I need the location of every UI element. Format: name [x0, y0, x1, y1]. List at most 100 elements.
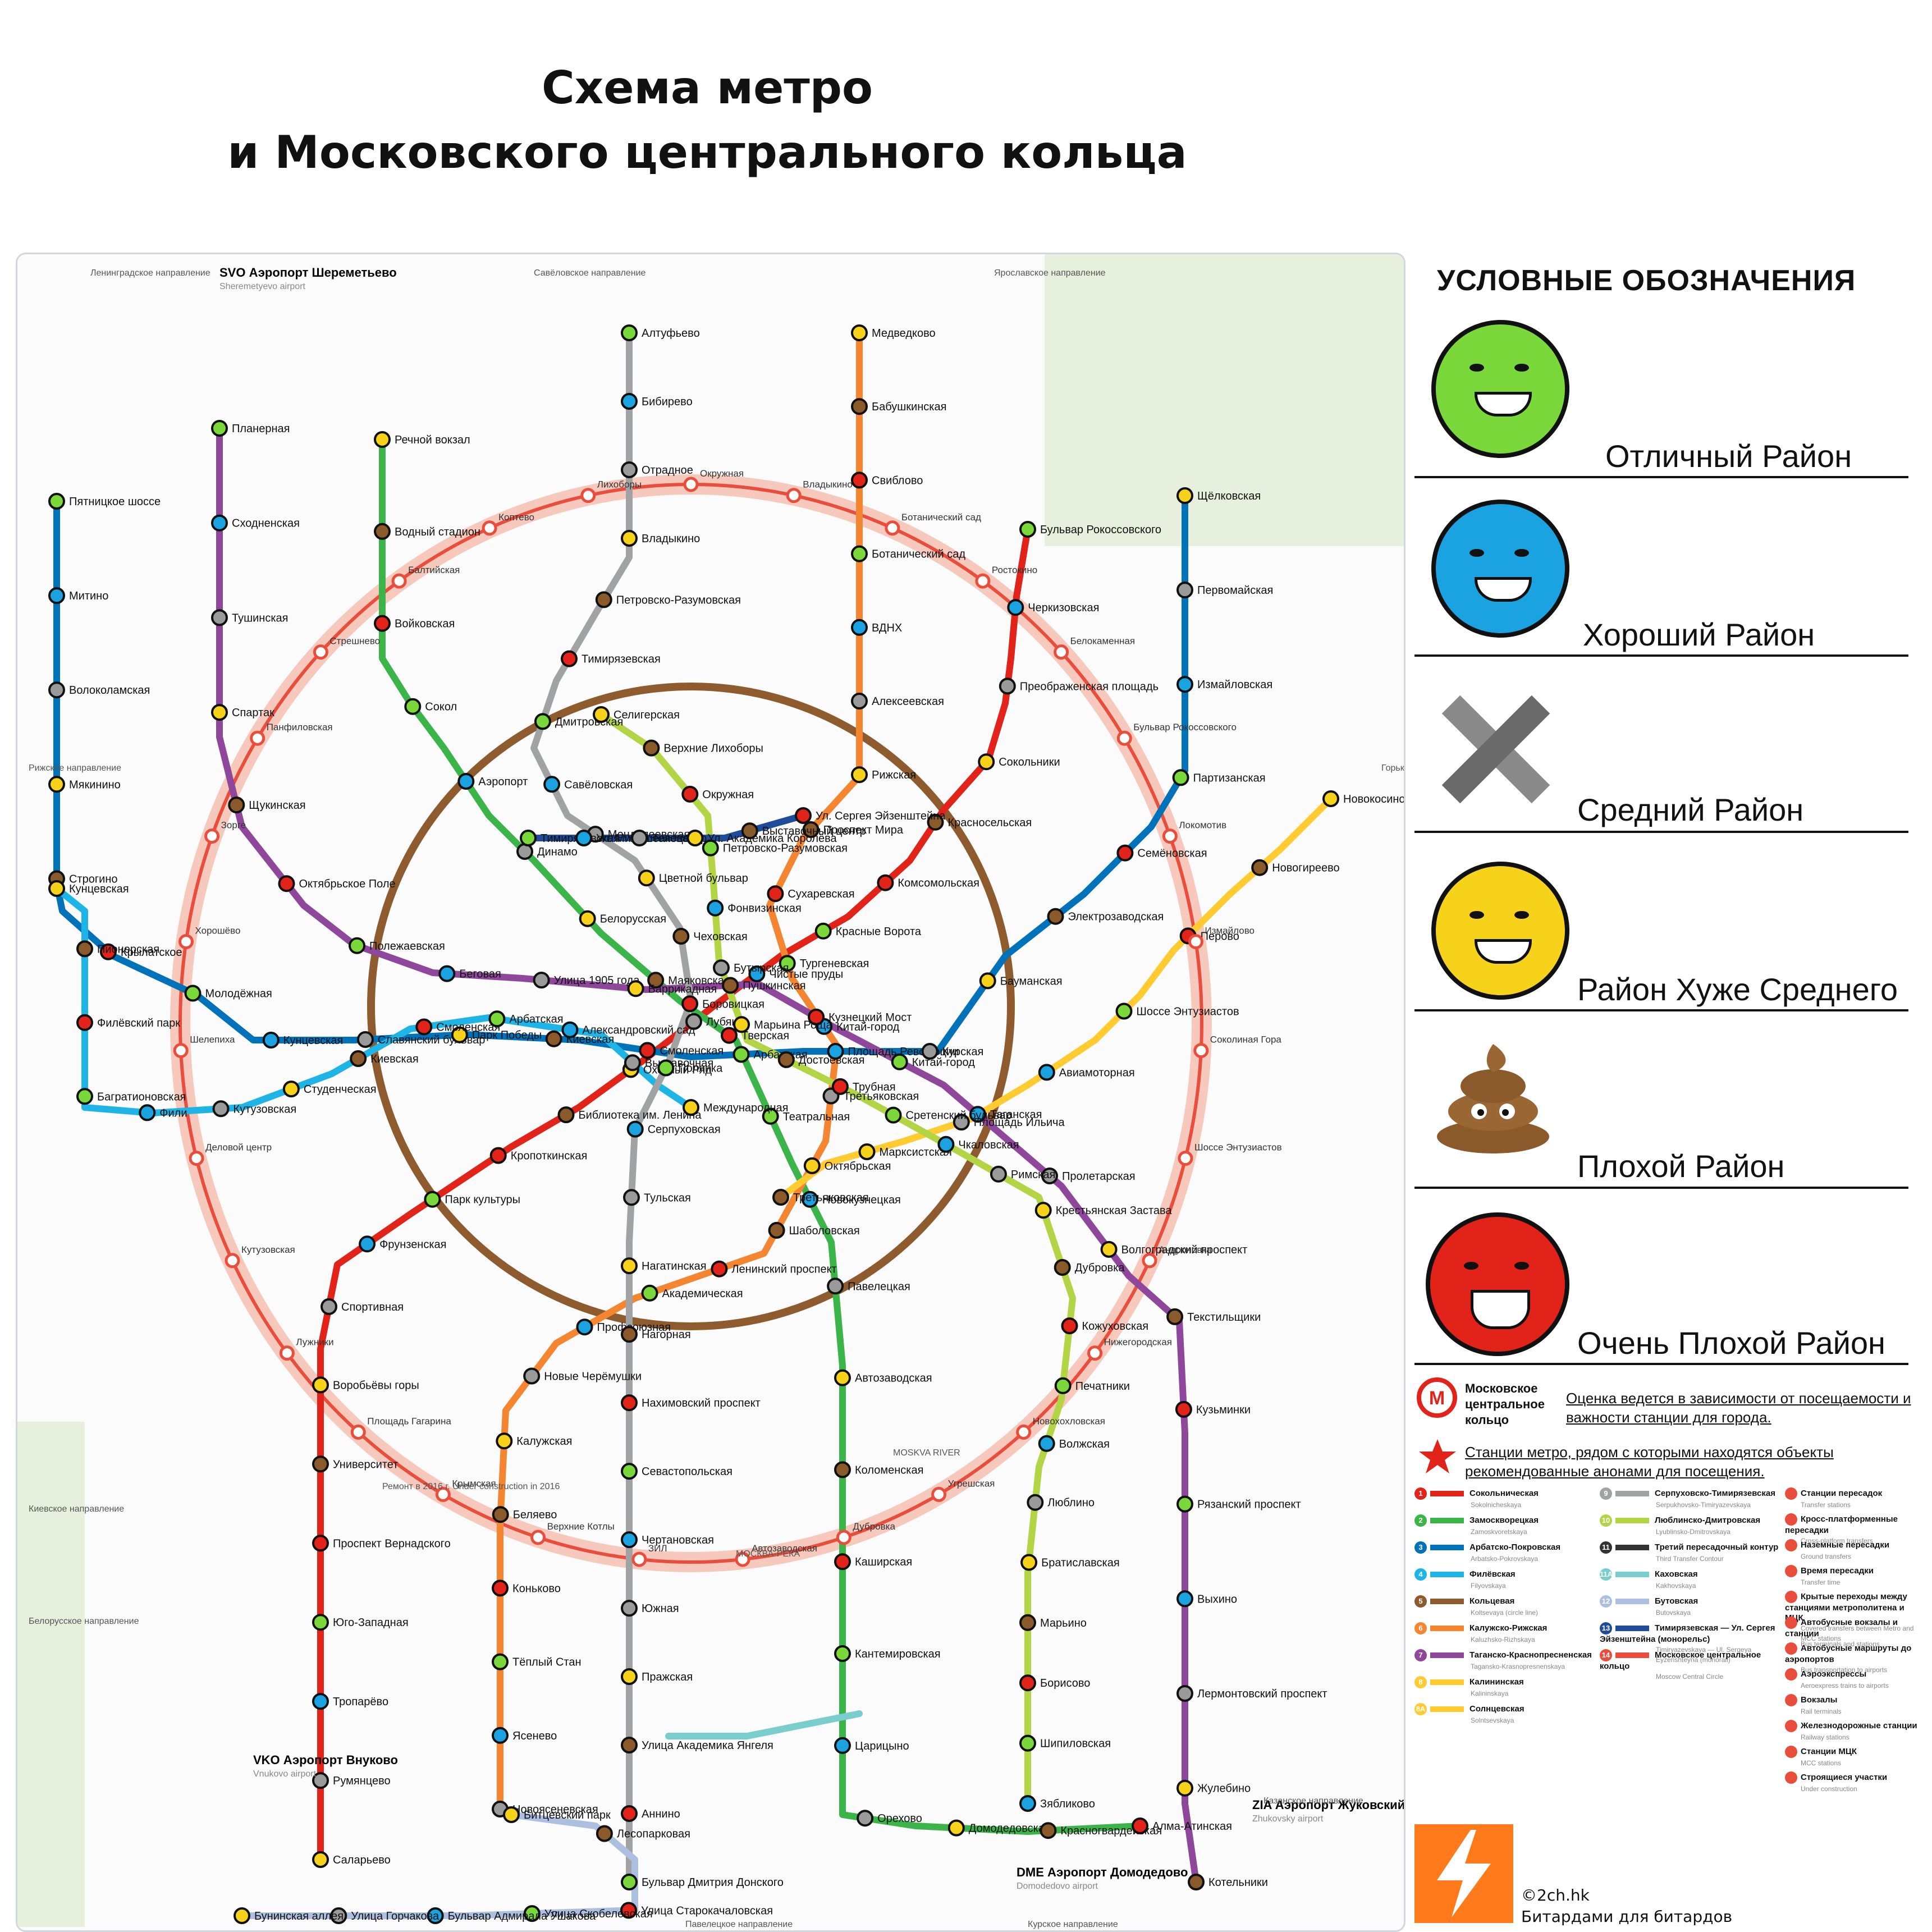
station[interactable]: Сходненская	[211, 514, 300, 532]
station[interactable]: Бабушкинская	[851, 398, 946, 415]
station[interactable]: Петровско-Разумовская	[595, 591, 741, 608]
station[interactable]: Рижская	[851, 766, 916, 784]
mcc-station-marker[interactable]	[1178, 1151, 1193, 1166]
station[interactable]: Улица Скобелевская	[523, 1905, 653, 1922]
station[interactable]: Лермонтовский проспект	[1176, 1685, 1327, 1702]
station[interactable]: Черкизовская	[1007, 599, 1099, 616]
mcc-station-marker[interactable]	[1193, 1043, 1209, 1059]
station[interactable]: Рязанский проспект	[1176, 1495, 1301, 1513]
mcc-station-marker[interactable]	[1162, 828, 1178, 844]
station-marker[interactable]	[492, 1727, 509, 1744]
station-marker[interactable]	[1176, 487, 1193, 504]
station-marker[interactable]	[1132, 1817, 1148, 1834]
station[interactable]: Ул. Сергея Эйзенштейна	[795, 807, 946, 824]
station[interactable]: Тульская	[623, 1189, 691, 1206]
station-marker[interactable]	[211, 514, 228, 532]
station[interactable]: Чеховская	[672, 928, 748, 945]
station-marker[interactable]	[374, 523, 391, 540]
station[interactable]: Алтуфьево	[621, 324, 700, 341]
station-marker[interactable]	[937, 1136, 955, 1153]
station[interactable]: Верхние Лихоборы	[643, 739, 763, 757]
station-marker[interactable]	[374, 615, 391, 632]
station[interactable]: Семёновская	[1116, 844, 1207, 862]
station[interactable]: Волгоградский проспект	[1100, 1240, 1248, 1258]
station[interactable]: Преображенская площадь	[999, 677, 1159, 695]
station-marker[interactable]	[457, 773, 475, 790]
station-marker[interactable]	[374, 431, 391, 448]
station[interactable]: Спортивная	[321, 1298, 404, 1315]
station-marker[interactable]	[1019, 521, 1036, 538]
station[interactable]: Аннино	[621, 1805, 680, 1822]
station-marker[interactable]	[638, 869, 655, 887]
station-marker[interactable]	[503, 1806, 520, 1823]
airport-label[interactable]: ZIA Аэропорт Жуковский	[1252, 1798, 1404, 1812]
station[interactable]: Молодёжная	[184, 985, 272, 1002]
station[interactable]: Нагатинская	[621, 1257, 707, 1275]
station[interactable]: Улица Горчакова	[330, 1907, 439, 1924]
station-marker[interactable]	[777, 1051, 795, 1068]
station-marker[interactable]	[496, 1432, 513, 1450]
station-marker[interactable]	[621, 1463, 638, 1480]
station-marker[interactable]	[885, 1106, 902, 1124]
station[interactable]: Цветной бульвар	[638, 869, 748, 887]
station-marker[interactable]	[312, 1614, 329, 1631]
station[interactable]: Митино	[48, 587, 108, 605]
station[interactable]: Павелецкая	[827, 1278, 910, 1295]
station-marker[interactable]	[621, 1394, 638, 1412]
station-marker[interactable]	[643, 739, 660, 757]
station[interactable]: Шипиловская	[1019, 1734, 1111, 1752]
station-marker[interactable]	[424, 1191, 441, 1208]
station[interactable]: Площадь Ильича	[953, 1114, 1065, 1131]
station-marker[interactable]	[543, 776, 561, 793]
station[interactable]: Первомайская	[1176, 582, 1273, 599]
station-marker[interactable]	[1054, 1377, 1072, 1394]
station-marker[interactable]	[834, 1737, 851, 1754]
station[interactable]: Бульвар Дмитрия Донского	[621, 1874, 784, 1890]
station[interactable]: Театральная	[762, 1107, 850, 1125]
station-marker[interactable]	[802, 821, 820, 838]
station[interactable]: Водный стадион	[374, 523, 480, 540]
station-marker[interactable]	[1322, 790, 1339, 807]
station[interactable]: Автозаводская	[834, 1369, 932, 1386]
station[interactable]: Щёлковская	[1176, 487, 1261, 504]
station[interactable]: Бауманская	[979, 972, 1063, 990]
station[interactable]: Волоколамская	[48, 681, 150, 699]
station[interactable]: Домодедовская	[947, 1819, 1051, 1837]
station[interactable]: Алексеевская	[851, 693, 944, 709]
station-marker[interactable]	[834, 1553, 851, 1571]
station[interactable]: Фрунзенская	[359, 1235, 447, 1253]
station-marker[interactable]	[851, 693, 868, 709]
station-marker[interactable]	[657, 1059, 675, 1077]
station-marker[interactable]	[1019, 1614, 1036, 1631]
station[interactable]: Арбатская	[488, 1010, 564, 1028]
airport-label[interactable]: SVO Аэропорт Шереметьево	[219, 265, 397, 280]
station[interactable]: Марьина Роща	[733, 1016, 833, 1033]
station-marker[interactable]	[415, 1018, 433, 1036]
mcc-station-marker[interactable]	[279, 1345, 295, 1361]
station[interactable]: Багратионовская	[76, 1088, 186, 1105]
station-marker[interactable]	[211, 420, 228, 437]
station-marker[interactable]	[533, 972, 550, 989]
station-marker[interactable]	[803, 1157, 821, 1174]
station-marker[interactable]	[647, 972, 665, 989]
station[interactable]: Нагорная	[621, 1326, 691, 1343]
station-marker[interactable]	[1007, 599, 1024, 616]
station[interactable]: Третьяковская	[772, 1189, 869, 1206]
station-marker[interactable]	[1027, 1494, 1044, 1511]
station[interactable]: Римская	[990, 1165, 1055, 1183]
station-marker[interactable]	[1038, 1435, 1055, 1452]
station-marker[interactable]	[834, 1645, 851, 1662]
station-marker[interactable]	[1041, 1168, 1058, 1184]
station-marker[interactable]	[702, 839, 719, 857]
station-marker[interactable]	[999, 677, 1016, 695]
station-marker[interactable]	[312, 1851, 329, 1868]
station[interactable]: Улица Академика Янгеля	[621, 1737, 773, 1754]
station[interactable]: Кутузовская	[212, 1100, 297, 1118]
station[interactable]: Кунцевская	[48, 880, 129, 897]
station[interactable]: Медведково	[851, 324, 936, 341]
station-marker[interactable]	[579, 910, 596, 927]
station-marker[interactable]	[672, 928, 690, 945]
station-marker[interactable]	[627, 980, 644, 997]
station[interactable]: Воробьёвы горы	[312, 1376, 419, 1394]
station-marker[interactable]	[228, 796, 245, 814]
